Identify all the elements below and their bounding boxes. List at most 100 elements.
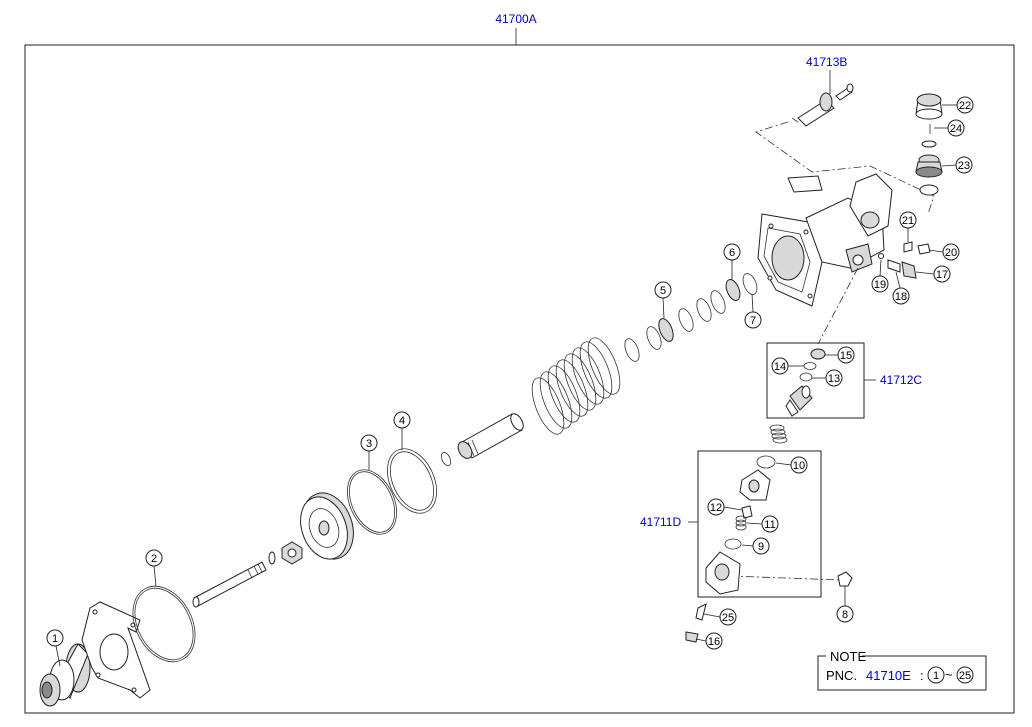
svg-text:23: 23: [958, 160, 970, 172]
callout-14[interactable]: 14: [771, 357, 804, 375]
callout-3[interactable]: 3: [360, 434, 378, 470]
callout-23[interactable]: 23: [941, 156, 973, 174]
note-range-end: 25: [959, 670, 971, 682]
callout-7[interactable]: 7: [744, 293, 762, 329]
note-separator: :: [920, 668, 924, 683]
main-spring[interactable]: [526, 334, 627, 439]
part-24-pin[interactable]: [921, 124, 937, 148]
note-pnc-code[interactable]: 41710E: [866, 668, 911, 683]
valve-plunger[interactable]: [785, 385, 813, 417]
lock-nut[interactable]: [281, 541, 303, 565]
part-12-plug[interactable]: [741, 505, 753, 519]
svg-text:19: 19: [874, 279, 886, 291]
part-19-bleeder[interactable]: [878, 253, 884, 259]
callout-16[interactable]: 16: [695, 632, 723, 650]
callout-9[interactable]: 9: [741, 537, 770, 555]
piston-disc[interactable]: [292, 486, 362, 566]
part-17-cap[interactable]: [901, 261, 917, 279]
part-4-ring[interactable]: [378, 441, 447, 521]
dash-link-41712C: [817, 267, 859, 345]
svg-text:12: 12: [710, 502, 722, 514]
part-23-plug[interactable]: [915, 154, 943, 196]
svg-text:16: 16: [708, 636, 720, 648]
callout-17[interactable]: 17: [915, 265, 951, 283]
part-14-o-ring[interactable]: [803, 362, 817, 370]
part-2-gasket-plate[interactable]: [81, 601, 151, 699]
svg-text:22: 22: [959, 100, 971, 112]
callout-25[interactable]: 25: [703, 608, 737, 626]
booster-housing[interactable]: [757, 173, 893, 307]
part-1-bushing[interactable]: [39, 643, 91, 707]
svg-text:10: 10: [793, 460, 805, 472]
callout-12[interactable]: 12: [707, 498, 743, 516]
callout-10[interactable]: 10: [775, 456, 808, 474]
callout-21[interactable]: 21: [899, 211, 917, 242]
svg-text:25: 25: [722, 612, 734, 624]
part-8-nut[interactable]: [837, 571, 853, 587]
spring-guide-sleeve[interactable]: [455, 412, 526, 461]
svg-text:24: 24: [950, 123, 962, 135]
note-range-end-bubble: [956, 666, 974, 684]
callout-22[interactable]: 22: [942, 96, 974, 114]
svg-text:15: 15: [840, 350, 852, 362]
svg-text:14: 14: [774, 361, 786, 373]
subassembly-41713B-label[interactable]: 41713B: [806, 55, 847, 69]
part-15-nut[interactable]: [810, 348, 826, 360]
part-13-o-ring[interactable]: [799, 372, 813, 382]
callout-1[interactable]: 1: [46, 629, 64, 667]
piston-rod[interactable]: [192, 561, 267, 608]
svg-text:5: 5: [660, 285, 666, 297]
callout-15[interactable]: 15: [825, 346, 855, 364]
callout-24[interactable]: 24: [934, 119, 965, 137]
svg-text:11: 11: [764, 519, 775, 531]
note-range-start-bubble: [927, 666, 945, 684]
callout-11[interactable]: 11: [746, 515, 779, 533]
part-3-ring[interactable]: [338, 462, 407, 542]
svg-text:18: 18: [895, 291, 907, 303]
part-10-o-ring[interactable]: [756, 455, 776, 469]
valve-body[interactable]: [705, 551, 741, 595]
svg-text:1: 1: [52, 633, 58, 645]
svg-text:6: 6: [729, 247, 735, 259]
part-22-cap[interactable]: [915, 93, 943, 120]
svg-text:21: 21: [902, 215, 914, 227]
note-title: NOTE: [830, 649, 866, 664]
callout-20[interactable]: 20: [928, 243, 960, 261]
o-ring-large[interactable]: [120, 576, 207, 673]
assembly-frame: [24, 44, 1015, 714]
svg-text:9: 9: [758, 541, 764, 553]
assembly-code-label[interactable]: 41700A: [495, 12, 536, 26]
svg-text:8: 8: [842, 609, 848, 621]
part-18-fitting[interactable]: [887, 259, 901, 273]
note-pnc-label: PNC.: [826, 668, 857, 683]
small-washer[interactable]: [268, 551, 276, 565]
svg-text:17: 17: [936, 269, 948, 281]
callout-5[interactable]: 5: [654, 281, 672, 319]
note-range-tilde: ~: [945, 667, 953, 682]
callout-13[interactable]: 13: [812, 369, 843, 387]
callout-8[interactable]: 8: [836, 586, 854, 623]
callout-18[interactable]: 18: [892, 271, 910, 305]
subassembly-41711D-label[interactable]: 41711D: [640, 515, 681, 529]
part-20-plug[interactable]: [917, 243, 931, 255]
note-box: NOTE PNC. 41710E : 1 ~ 25: [817, 649, 987, 691]
callout-2[interactable]: 2: [145, 549, 163, 587]
callout-19[interactable]: 19: [871, 259, 889, 293]
small-o-ring[interactable]: [439, 451, 452, 467]
part-21-small-bolt[interactable]: [903, 241, 913, 253]
part-41713B-valve[interactable]: [791, 83, 854, 127]
valve-cover[interactable]: [739, 469, 771, 501]
dash-link-41713B: [755, 121, 935, 215]
seal-ring-stack[interactable]: [622, 272, 760, 364]
subassembly-41712C-label[interactable]: 41712C: [880, 373, 922, 387]
part-16-bolt[interactable]: [685, 631, 699, 643]
note-range-start: 1: [933, 670, 939, 682]
callout-4[interactable]: 4: [393, 411, 411, 450]
svg-text:13: 13: [828, 373, 840, 385]
callout-6[interactable]: 6: [723, 243, 741, 280]
part-9-o-ring[interactable]: [724, 538, 742, 550]
part-11-spring[interactable]: [735, 515, 747, 531]
subassembly-41712C-frame: [766, 342, 865, 419]
valve-spring[interactable]: [769, 424, 788, 444]
part-25-bolt[interactable]: [695, 603, 707, 621]
